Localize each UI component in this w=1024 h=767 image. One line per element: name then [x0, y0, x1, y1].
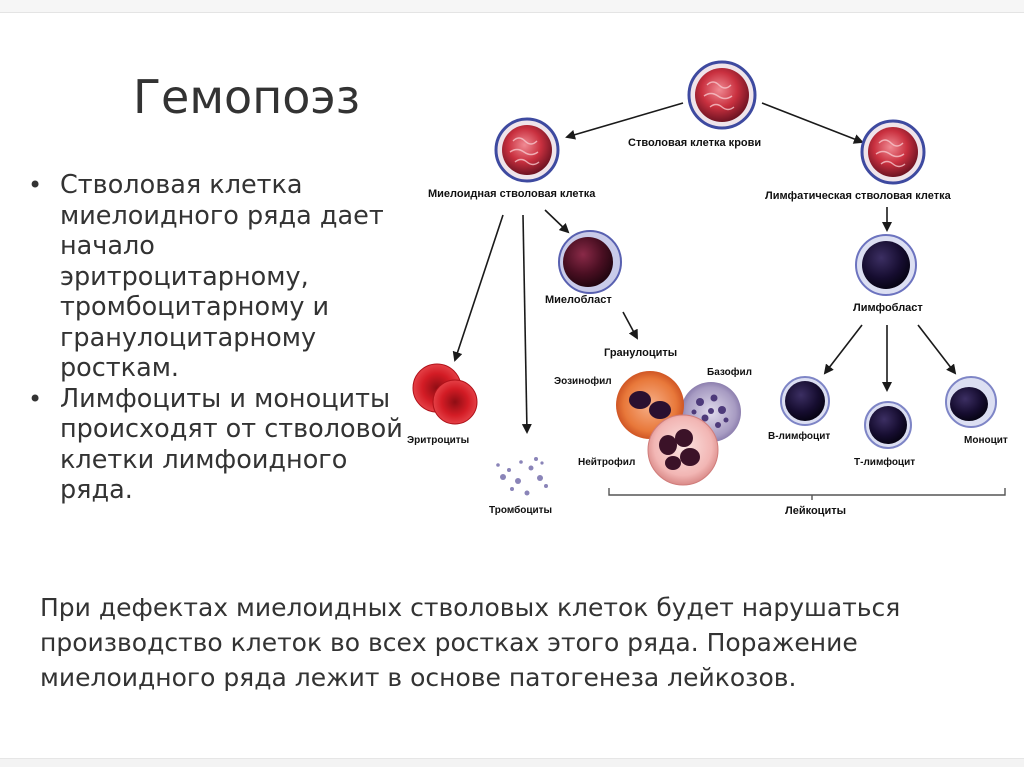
myeloblast-cell: [558, 230, 622, 294]
label-granulocytes: Гранулоциты: [604, 347, 677, 359]
bullet-myeloid: Стволовая клетка миелоидного ряда дает н…: [24, 170, 404, 384]
label-lymphoid-stem: Лимфатическая стволовая клетка: [765, 190, 952, 202]
arrow-stem-to-myeloid: [565, 102, 684, 140]
t-lymphocyte-cell: [864, 401, 912, 449]
arrow-lymphoblast-to-b: [823, 324, 863, 375]
label-t-lymphocyte: Т-лимфоцит: [854, 456, 915, 468]
neutrophil-cell: [647, 414, 719, 486]
stem-cell: [687, 60, 757, 130]
monocyte-cell: [945, 376, 997, 428]
bullet-list: Стволовая клетка миелоидного ряда дает н…: [24, 170, 404, 506]
arrow-myeloid-to-myeloblast: [544, 209, 570, 234]
leukocytes-bracket: [608, 488, 1006, 500]
slide-title: Гемопоэз: [133, 70, 361, 124]
bullet-lymphoid: Лимфоциты и моноциты происходят от ствол…: [24, 384, 404, 506]
bottom-paragraph: При дефектах миелоидных стволовых клеток…: [40, 593, 901, 692]
label-leukocytes: Лейкоциты: [785, 505, 846, 517]
arrow-myeloblast-to-granulocytes: [622, 311, 638, 340]
slide-bottom-frame: [0, 758, 1024, 767]
label-thrombocytes: Тромбоциты: [489, 504, 552, 516]
label-eosinophil: Эозинофил: [554, 375, 612, 387]
arrow-myeloid-to-thrombocytes: [521, 214, 532, 434]
arrow-stem-to-lymphoid: [761, 102, 864, 144]
lymphoblast-cell: [855, 234, 917, 296]
lymphoid-stem-cell: [860, 119, 926, 185]
myeloid-stem-cell: [494, 117, 560, 183]
label-basophil: Базофил: [707, 366, 752, 378]
erythrocytes-image: [412, 363, 478, 425]
thrombocytes-image: [496, 457, 548, 496]
label-myeloblast: Миелобласт: [545, 294, 612, 306]
label-myeloid-stem: Миелоидная стволовая клетка: [428, 188, 596, 200]
label-lymphoblast: Лимфобласт: [853, 302, 923, 314]
label-monocyte: Моноцит: [964, 435, 1008, 446]
arrow-lymphoblast-to-monocyte: [917, 324, 957, 375]
diagram-arrows: [452, 102, 957, 434]
arrow-myeloid-to-erythrocytes: [452, 214, 504, 362]
label-erythrocytes: Эритроциты: [407, 435, 469, 446]
label-b-lymphocyte: В-лимфоцит: [768, 430, 830, 442]
slide-top-frame: [0, 0, 1024, 13]
b-lymphocyte-cell: [780, 376, 830, 426]
label-stem: Стволовая клетка крови: [628, 137, 761, 149]
label-neutrophil: Нейтрофил: [578, 456, 635, 468]
